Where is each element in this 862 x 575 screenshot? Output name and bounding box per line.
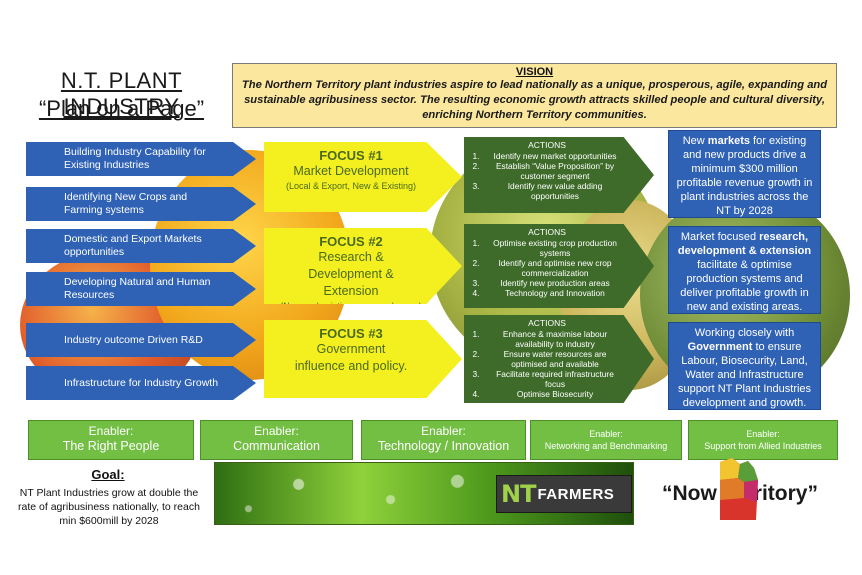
pillar-label: Identifying New Crops and Farming system…	[64, 191, 188, 216]
pillar-label: Industry outcome Driven R&D	[64, 333, 203, 346]
focus-title: Research & Development & Extension	[308, 250, 394, 298]
actions-heading: ACTIONS	[528, 140, 566, 150]
focus-3-arrow: FOCUS #3 Government influence and policy…	[264, 320, 462, 398]
focus-heading: FOCUS #3	[319, 326, 383, 341]
focus-scope: (Local & Export, New & Existing)	[285, 181, 417, 191]
actions-heading: ACTIONS	[528, 318, 566, 328]
goal-text: NT Plant Industries grow at double the r…	[18, 487, 200, 527]
focus-2-arrow: FOCUS #2 Research & Development & Extens…	[264, 228, 462, 304]
vision-text: The Northern Territory plant industries …	[241, 79, 828, 121]
pillar-label: Developing Natural and Human Resources	[64, 276, 211, 301]
enabler-value: Communication	[233, 439, 320, 453]
enabler-label: Enabler:	[421, 424, 466, 438]
pillar-label: Infrastructure for Industry Growth	[64, 376, 219, 389]
logo-farmers-text: FARMERS	[537, 485, 615, 503]
enabler-box: Enabler: Technology / Innovation	[361, 420, 526, 460]
pillar-label: Domestic and Export Markets opportunitie…	[64, 233, 202, 258]
focus-title: Government influence and policy.	[294, 342, 408, 373]
enabler-label: Enabler:	[88, 424, 134, 438]
pillar-arrow: Identifying New Crops and Farming system…	[26, 187, 256, 221]
enabler-label: Enabler:	[254, 424, 299, 438]
pillar-arrow: Developing Natural and Human Resources	[26, 272, 256, 306]
vision-heading: VISION	[515, 66, 554, 78]
nt-farmers-logo: NT FARMERS	[496, 475, 632, 513]
outcome-box-3: Working closely with Government to ensur…	[668, 322, 821, 410]
action-item: 4.Optimise Biosecurity	[472, 389, 594, 399]
logo-nt-text: NT	[501, 480, 536, 508]
enabler-box: Enabler: Support from Allied Industries	[688, 420, 838, 460]
action-item: 2.Identify and optimise new crop commerc…	[472, 258, 612, 278]
goal-heading: Goal:	[91, 467, 125, 482]
nt-map-icon	[720, 458, 758, 520]
vision-box: VISION The Northern Territory plant indu…	[232, 63, 837, 128]
enabler-box: Enabler: The Right People	[28, 420, 194, 460]
actions-arrow-2: ACTIONS 1.Optimise existing crop product…	[464, 224, 654, 308]
action-item: 1.Identify new market opportunities	[472, 151, 617, 161]
action-item: 2.Ensure water resources are optimised a…	[472, 349, 607, 369]
actions-heading: ACTIONS	[528, 227, 566, 237]
action-item: 1.Optimise existing crop production syst…	[472, 238, 617, 258]
action-item: 4.Technology and Innovation	[472, 288, 605, 298]
pillar-label: Building Industry Capability for Existin…	[64, 146, 206, 171]
pillar-arrow: Industry outcome Driven R&D	[26, 323, 256, 357]
action-item: 3.Identify new production areas	[472, 278, 610, 288]
page-subtitle: “Plan on a Page”	[38, 96, 205, 121]
page-title: N.T. PLANT INDUSTRY	[60, 68, 183, 119]
action-item: 3.Facilitate required infrastructure foc…	[472, 369, 614, 389]
focus-heading: FOCUS #1	[319, 148, 383, 163]
enabler-value: Technology / Innovation	[377, 439, 510, 453]
pillar-arrow: Infrastructure for Industry Growth	[26, 366, 256, 400]
outcome-box-1: New markets for existing and new product…	[668, 130, 821, 218]
actions-arrow-1: ACTIONS 1.Identify new market opportunit…	[464, 137, 654, 213]
pillar-arrow: Domestic and Export Markets opportunitie…	[26, 229, 256, 263]
action-item: 1.Enhance & maximise labour availability…	[472, 329, 608, 349]
actions-arrow-3: ACTIONS 1.Enhance & maximise labour avai…	[464, 315, 654, 403]
enabler-box: Enabler: Communication	[200, 420, 353, 460]
enabler-box: Enabler: Networking and Benchmarking	[530, 420, 682, 460]
action-item: 2.Establish “Value Proposition” by custo…	[472, 161, 615, 181]
action-item: 3.Identify new value adding opportunitie…	[472, 181, 603, 201]
pillar-arrow: Building Industry Capability for Existin…	[26, 142, 256, 176]
focus-heading: FOCUS #2	[319, 234, 383, 249]
enabler-value: Networking and Benchmarking	[544, 441, 668, 451]
enabler-value: The Right People	[62, 439, 160, 453]
focus-1-arrow: FOCUS #1 Market Development (Local & Exp…	[264, 142, 462, 212]
enabler-value: Support from Allied Industries	[704, 441, 822, 451]
focus-title: Market Development	[293, 164, 409, 178]
outcome-box-2: Market focused research, development & e…	[668, 226, 821, 314]
enabler-label: Enabler:	[746, 429, 780, 439]
enabler-label: Enabler:	[589, 429, 623, 439]
focus-scope: (New and existing crops and areas)	[280, 301, 422, 311]
